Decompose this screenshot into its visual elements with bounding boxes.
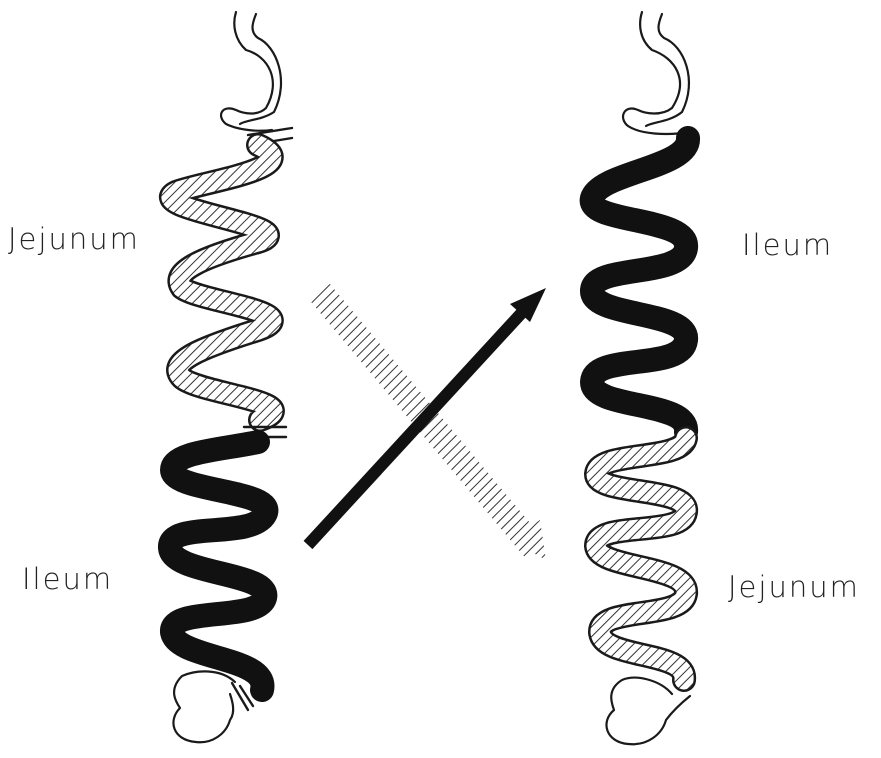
left-cecum	[173, 671, 235, 742]
right-intestine	[592, 12, 690, 744]
right-stomach	[623, 12, 690, 134]
right-stomach-inner	[646, 14, 689, 126]
left-lower-label: Ileum	[22, 562, 113, 596]
left-stomach	[221, 12, 273, 131]
left-stomach-inner	[240, 14, 281, 124]
right-upper-label: Ileum	[742, 228, 833, 262]
left-upper-label: Jejunum	[8, 222, 140, 256]
left-ileum-segment	[170, 442, 266, 690]
left-intestine	[170, 12, 292, 742]
right-lower-label: Jejunum	[728, 570, 860, 604]
right-ileum-segment	[592, 138, 688, 432]
left-jejunum-fill	[171, 145, 273, 420]
transposition-arrows	[308, 288, 546, 560]
